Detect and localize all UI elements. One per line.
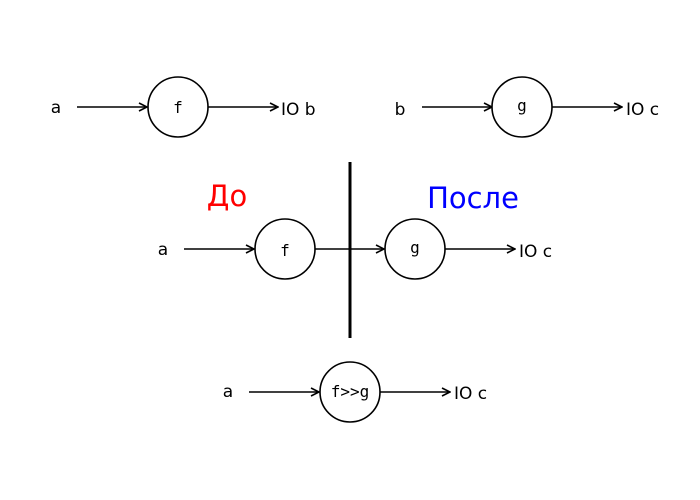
top-right-input-label: b xyxy=(395,100,406,120)
top-left-output-label: IO b xyxy=(281,100,316,120)
top-right-flow: b g IO c xyxy=(395,76,659,138)
middle-input-label: a xyxy=(158,240,168,260)
top-right-output-label: IO c xyxy=(626,100,659,120)
after-label: После xyxy=(427,181,519,215)
top-left-function-label: f xyxy=(173,98,183,117)
top-left-input-label: a xyxy=(51,98,61,118)
bottom-composed-function-label: f>>g xyxy=(331,382,370,401)
top-left-flow: a f IO b xyxy=(51,76,316,138)
middle-flow: До После a f g IO c xyxy=(158,162,552,338)
bottom-flow: a f>>g IO c xyxy=(223,361,487,423)
middle-output-label: IO c xyxy=(519,242,552,262)
middle-function-g-label: g xyxy=(410,238,420,257)
top-right-function-label: g xyxy=(517,96,527,115)
before-label: До xyxy=(207,179,247,213)
bottom-input-label: a xyxy=(223,382,233,402)
middle-function-f-label: f xyxy=(280,241,290,260)
bottom-output-label: IO c xyxy=(454,384,487,404)
